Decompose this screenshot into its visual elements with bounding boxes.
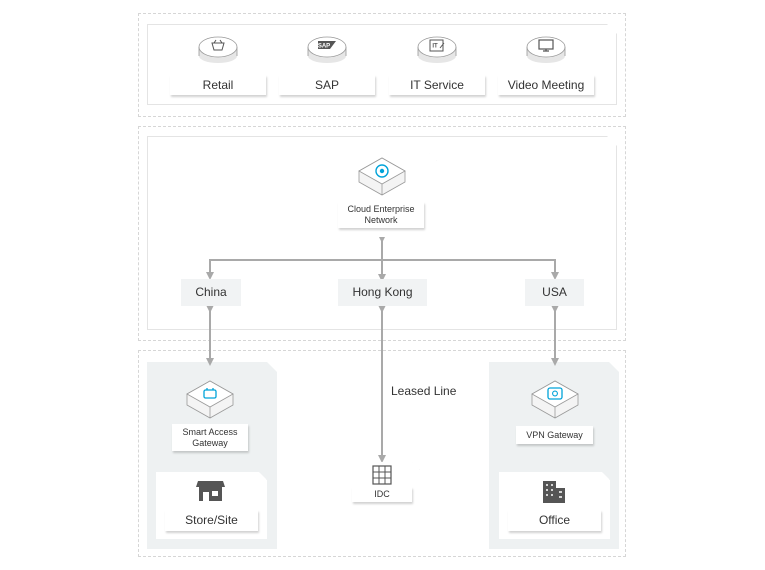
cen-label: Cloud Enterprise Network	[338, 202, 424, 228]
office-icon	[543, 481, 565, 503]
svg-text:SAP: SAP	[318, 44, 330, 50]
cen-to-usa-line	[382, 259, 559, 280]
region-hong-kong: Hong Kong	[338, 279, 427, 306]
store-icon	[196, 481, 225, 501]
region-usa: USA	[525, 279, 584, 306]
cen-to-china-line	[206, 259, 382, 280]
idc-label: IDC	[352, 487, 412, 502]
region-china: China	[181, 279, 241, 306]
video-meeting-icon	[526, 36, 566, 63]
cen-icon	[358, 157, 406, 196]
svg-text:IT: IT	[432, 44, 438, 50]
retail-icon	[198, 36, 238, 63]
leased-line-label: Leased Line	[391, 384, 457, 398]
it-service-icon: IT	[417, 36, 457, 63]
app-it-service-label: IT Service	[389, 75, 485, 95]
sag-label: Smart Access Gateway	[172, 424, 248, 451]
app-video-meeting-label: Video Meeting	[498, 75, 594, 95]
smart-access-gateway-icon	[186, 380, 234, 419]
idc-icon	[372, 465, 392, 485]
vpn-label: VPN Gateway	[516, 426, 593, 444]
app-sap-label: SAP	[279, 75, 375, 95]
store-site-label: Store/Site	[165, 510, 258, 531]
vpn-gateway-icon	[531, 380, 579, 419]
apps-section-border	[138, 13, 626, 117]
sap-icon: SAP	[307, 36, 347, 63]
app-retail-label: Retail	[170, 75, 266, 95]
office-label: Office	[508, 510, 601, 531]
